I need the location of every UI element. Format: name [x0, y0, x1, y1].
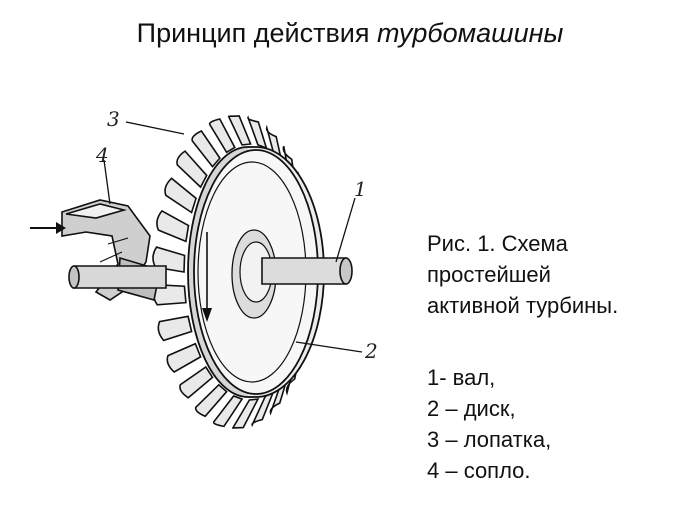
turbine-blade	[194, 383, 228, 418]
caption-line: Рис. 1. Схема	[427, 231, 568, 256]
callout-shaft-label: 1	[354, 177, 367, 201]
title-italic: турбомашины	[377, 18, 564, 48]
callout-nozzle-label: 4	[95, 143, 109, 167]
turbine-blade	[157, 315, 193, 342]
shaft-front	[261, 257, 353, 285]
turbine-blade	[176, 150, 208, 189]
turbine-blade	[265, 124, 283, 162]
caption-line: активной турбины.	[427, 293, 619, 318]
turbine-blade	[247, 115, 268, 150]
turbine-blade	[212, 395, 244, 428]
turbine-blade	[191, 129, 221, 168]
legend-item: 3 – лопатка,	[427, 427, 552, 452]
callout-blade-label: 3	[107, 107, 120, 131]
slide-title: Принцип действия турбомашины	[0, 18, 700, 49]
rotation-arrow	[202, 232, 212, 322]
turbine-blade	[227, 115, 252, 146]
legend-item: 4 – сопло.	[427, 458, 531, 483]
turbine-blade	[232, 398, 260, 430]
callout-disk-label: 2	[364, 339, 378, 363]
inlet-arrow	[30, 222, 66, 234]
turbine-blade	[164, 177, 197, 214]
title-plain: Принцип действия	[136, 18, 378, 48]
shaft-back	[68, 265, 167, 289]
turbine-blade	[156, 209, 190, 243]
legend-item: 1- вал,	[427, 365, 496, 390]
legend-item: 2 – диск,	[427, 396, 516, 421]
turbine-blade	[166, 342, 202, 373]
parts-legend: 1- вал, 2 – диск, 3 – лопатка, 4 – сопло…	[427, 362, 551, 486]
callout-leaders	[103, 121, 363, 353]
turbine-blade	[251, 389, 276, 428]
turbine-blade	[208, 118, 236, 154]
turbine-blade	[179, 365, 214, 399]
figure-caption: Рис. 1. Схема простейшей активной турбин…	[427, 228, 618, 321]
caption-line: простейшей	[427, 262, 551, 287]
